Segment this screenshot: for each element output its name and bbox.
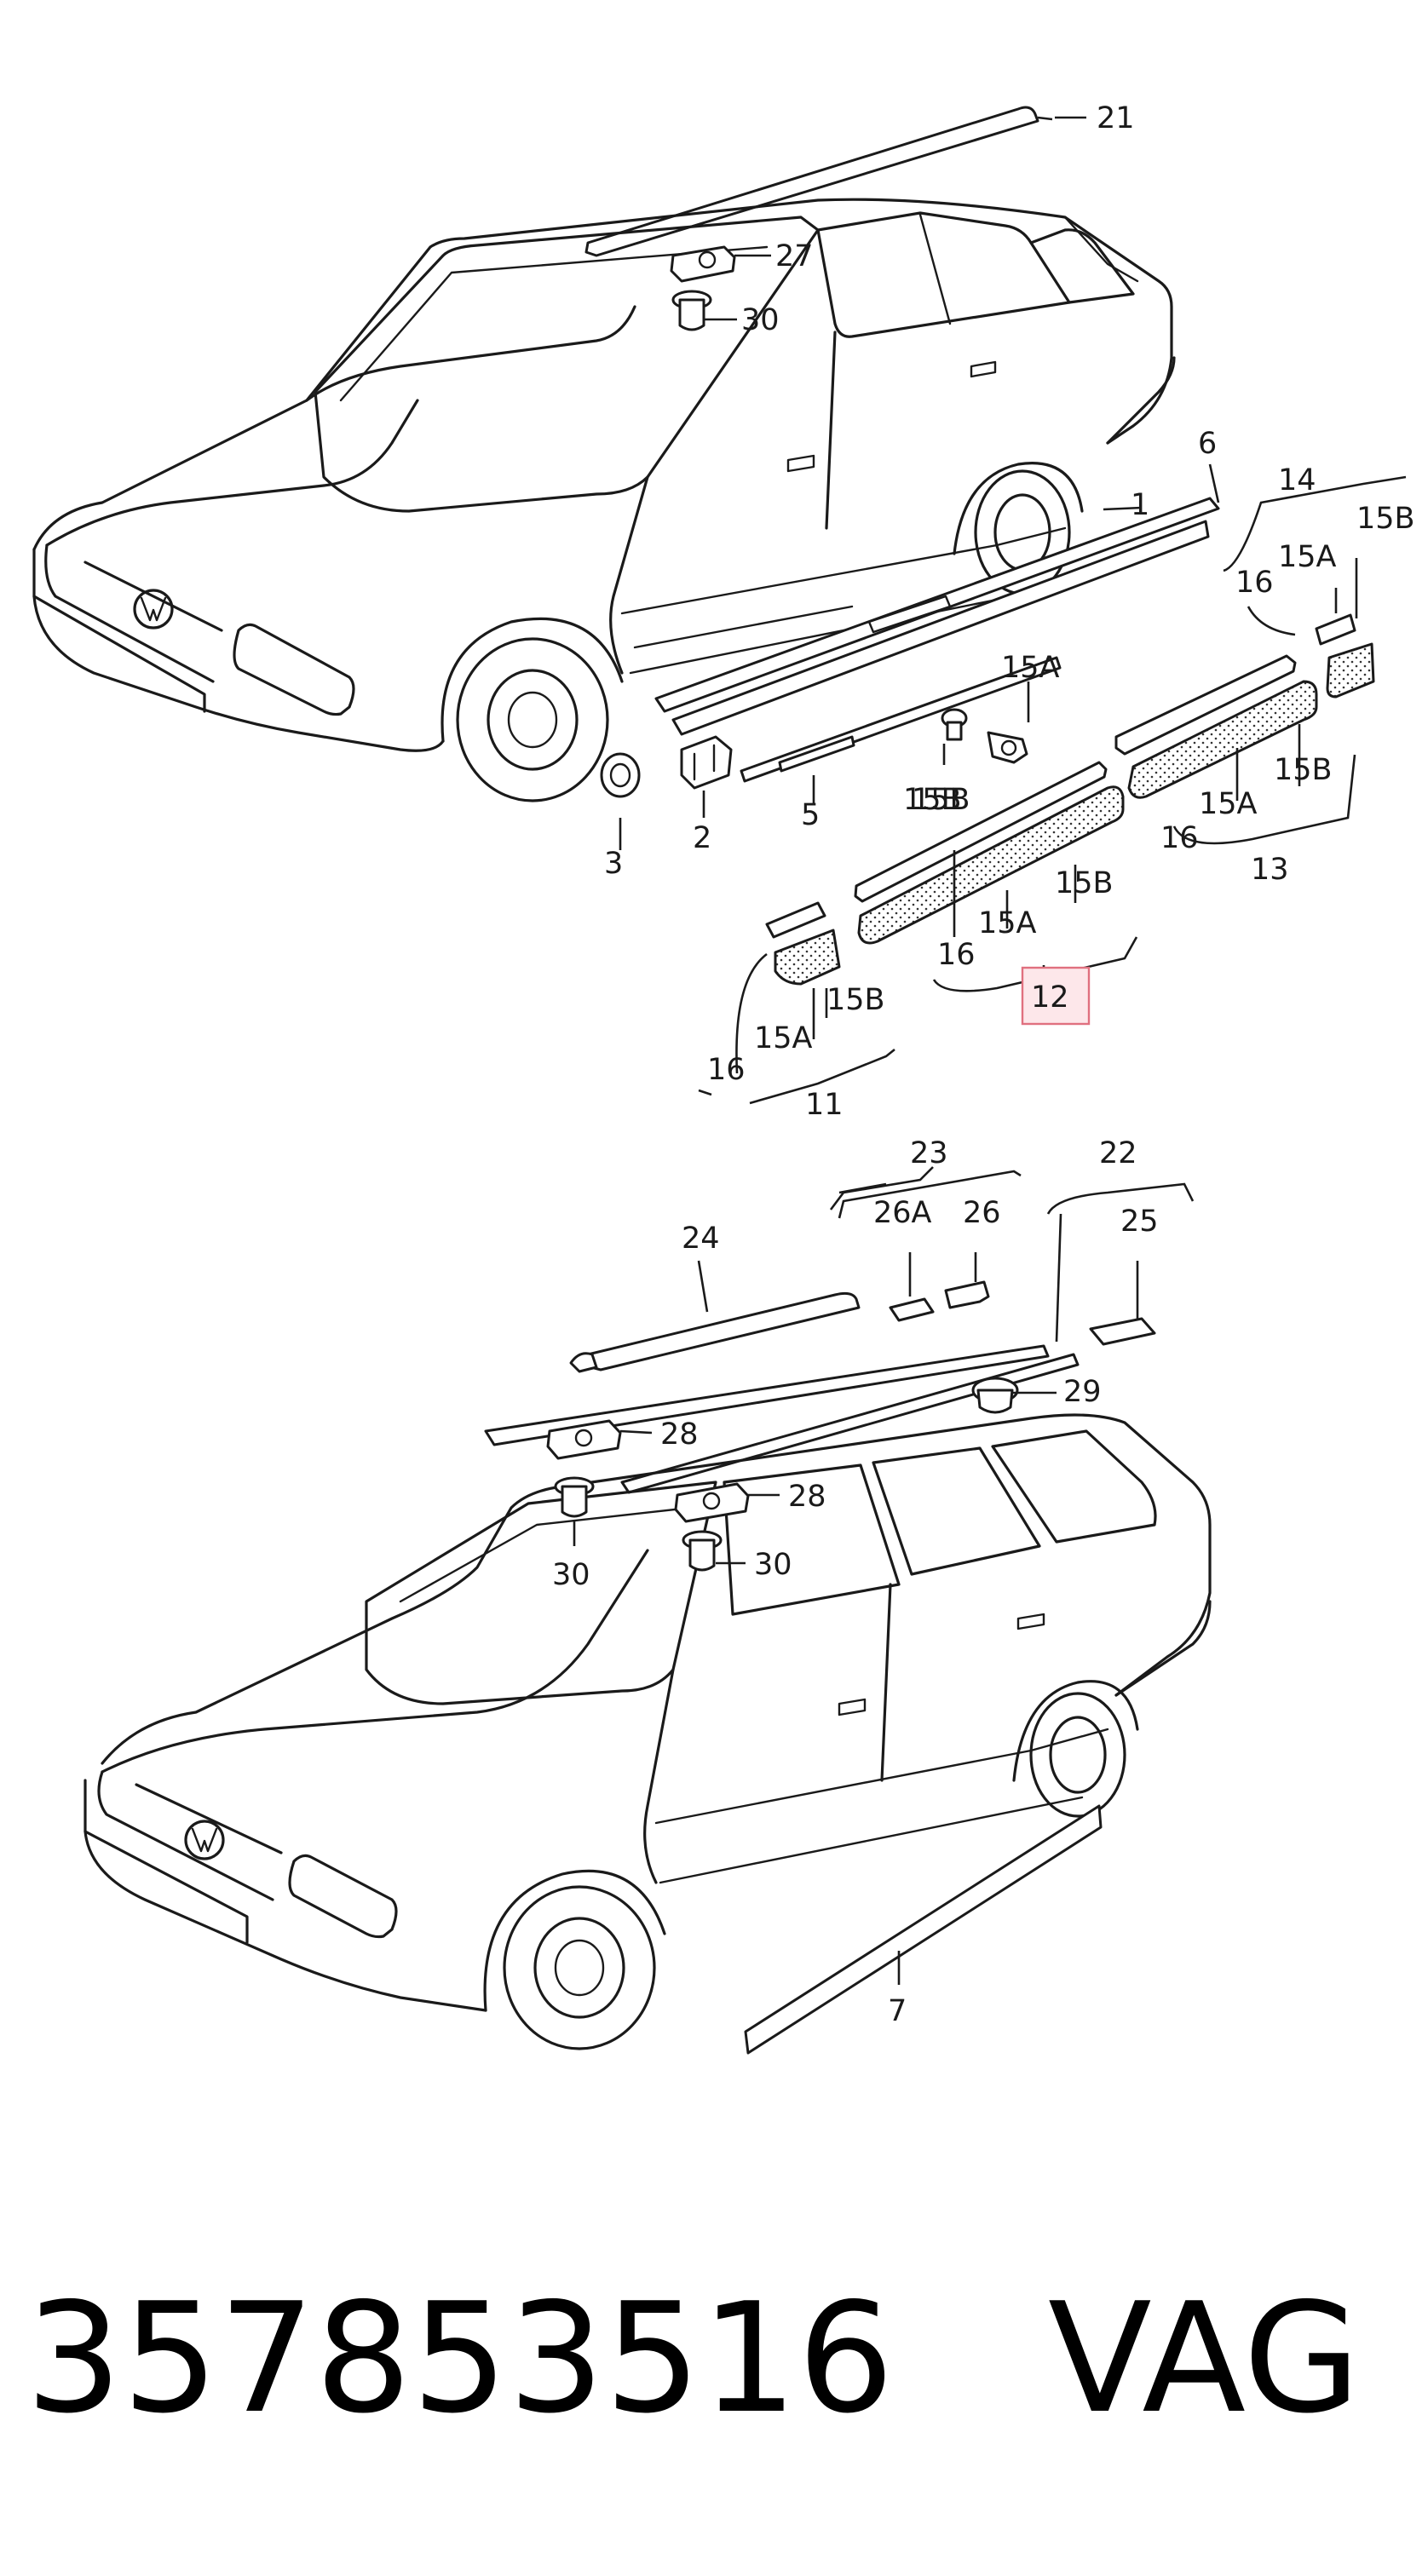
callout-15a: 15A (978, 906, 1037, 940)
molding-kit-13 (1114, 654, 1318, 799)
cover-26 (944, 1280, 990, 1309)
estate-drawing (83, 1291, 1212, 2050)
callout-23: 23 (910, 1136, 948, 1170)
callout-25: 25 (1120, 1205, 1159, 1239)
molding-kit-12 (854, 761, 1125, 945)
sill-strip-7 (744, 1804, 1103, 2055)
part-number: 357853516 (26, 2270, 894, 2447)
callout-15a: 15A (1278, 540, 1337, 574)
callout-15a: 15A (1199, 787, 1258, 821)
callout-15b: 15B (1356, 502, 1415, 536)
end-cap-11 (765, 901, 841, 986)
callout-22: 22 (1099, 1136, 1137, 1170)
fastener-15b (941, 708, 968, 741)
callout-12-label: 12 (1031, 980, 1069, 1015)
callout-15b: 15B (1274, 753, 1333, 787)
callout-5: 5 (801, 798, 820, 832)
highlighted-callout-12[interactable]: 12 (1021, 966, 1091, 1026)
plug-29 (971, 1377, 1019, 1414)
callout-28: 28 (660, 1417, 699, 1452)
callout-16: 16 (707, 1053, 746, 1087)
callout-15a: 15A (754, 1021, 813, 1055)
clip-3 (600, 752, 641, 798)
callout-27: 27 (775, 239, 814, 273)
brand-label: VAG (1048, 2270, 1361, 2447)
clip-2 (680, 735, 733, 790)
callout-15b: 15B (903, 783, 962, 817)
cover-26a (889, 1297, 935, 1322)
sill-trim-5 (740, 656, 1062, 783)
callout-26a: 26A (873, 1196, 932, 1230)
callout-15b: 15B (826, 983, 885, 1017)
callout-26: 26 (963, 1196, 1001, 1230)
callout-3: 3 (604, 847, 623, 881)
plug-30-sedan (671, 290, 712, 331)
callout-7: 7 (888, 1994, 907, 2028)
callout-15a: 15A (1001, 651, 1060, 685)
clip-28-right (674, 1482, 750, 1523)
callout-1: 1 (1131, 488, 1149, 522)
callout-15b: 15B (1055, 866, 1114, 900)
plug-30-estate-right (682, 1530, 723, 1572)
plug-30-estate-left (554, 1476, 595, 1518)
callout-16: 16 (1160, 821, 1199, 855)
sedan-drawing (32, 106, 1176, 802)
callout-13: 13 (1251, 853, 1289, 887)
sill-molding-1-6 (654, 497, 1220, 736)
callout-24: 24 (682, 1222, 720, 1256)
callout-30: 30 (552, 1558, 590, 1592)
callout-21: 21 (1097, 101, 1135, 135)
callout-15b: 15B (912, 783, 970, 817)
callout-30: 30 (741, 303, 780, 337)
roof-clip-27 (670, 245, 736, 283)
cover-25 (1089, 1317, 1156, 1346)
callout-6: 6 (1198, 427, 1217, 461)
clip-28-left (546, 1419, 622, 1460)
callout-11: 11 (805, 1088, 844, 1122)
end-cap-14 (1315, 613, 1375, 699)
callout-29: 29 (1063, 1375, 1102, 1409)
callout-2: 2 (693, 821, 711, 855)
callout-30: 30 (754, 1548, 792, 1582)
callout-16: 16 (937, 938, 976, 972)
fastener-15a (987, 731, 1028, 764)
callout-16: 16 (1235, 566, 1274, 600)
leader-lines (573, 116, 1407, 1985)
callout-14: 14 (1278, 463, 1316, 497)
callout-28: 28 (788, 1480, 826, 1514)
